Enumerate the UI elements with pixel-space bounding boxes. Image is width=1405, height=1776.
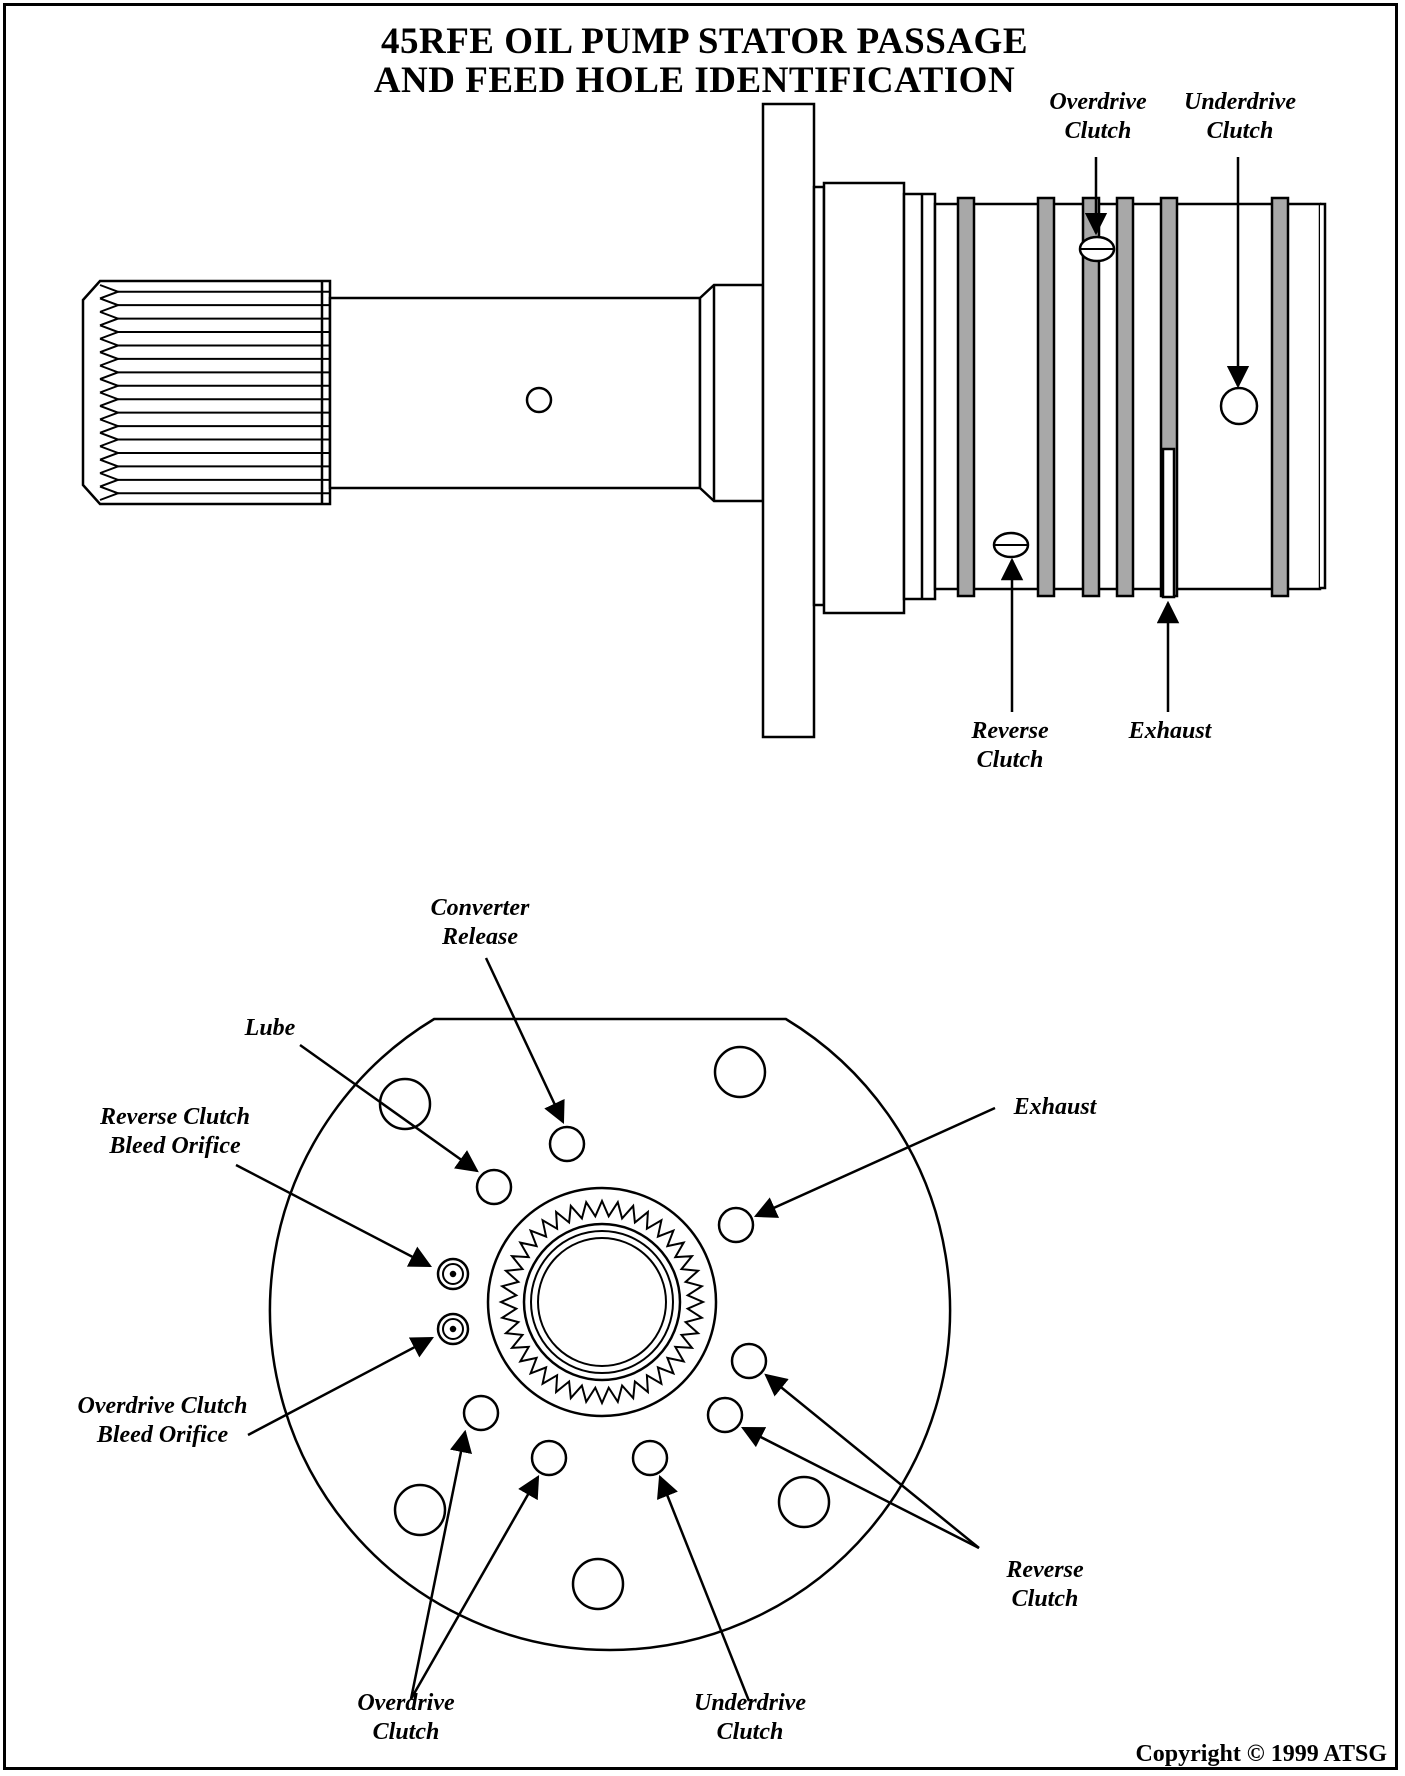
- overdrive-clutch-hole: [530, 1439, 568, 1477]
- label-overdrive-clutch-end: Overdrive Clutch: [357, 1690, 455, 1745]
- converter-release-hole: [548, 1125, 586, 1163]
- spline-end: [81, 279, 332, 506]
- center-spline: [486, 1186, 718, 1418]
- reverse-clutch-bleed-orifice: [436, 1257, 470, 1291]
- page-border: [3, 3, 1398, 1770]
- underdrive-clutch-port: [1219, 386, 1259, 426]
- label-lube: Lube: [244, 1015, 296, 1041]
- label-underdrive-clutch-end: Underdrive Clutch: [694, 1690, 806, 1745]
- label-underdrive-clutch-side: Underdrive Clutch: [1184, 89, 1296, 144]
- reverse-clutch-hole: [706, 1396, 744, 1434]
- stator-end-view: [268, 1017, 952, 1652]
- stator-shaft: [328, 283, 765, 503]
- label-exhaust-side: Exhaust: [1128, 718, 1212, 744]
- exhaust-slot: [1161, 447, 1176, 599]
- label-exhaust-end: Exhaust: [1013, 1094, 1097, 1120]
- stator-flange: [761, 102, 816, 739]
- label-overdrive-clutch-bleed-orifice: Overdrive Clutch Bleed Orifice: [77, 1393, 248, 1448]
- shaft-hole: [525, 386, 553, 414]
- overdrive-clutch-hole: [462, 1394, 500, 1432]
- bolt-hole: [713, 1045, 767, 1099]
- title-line-2: AND FEED HOLE IDENTIFICATION: [373, 60, 1016, 101]
- reverse-clutch-hole: [730, 1342, 768, 1380]
- label-reverse-clutch-bleed-orifice: Reverse Clutch Bleed Orifice: [100, 1104, 250, 1159]
- bolt-hole: [777, 1475, 831, 1529]
- title-line-1: 45RFE OIL PUMP STATOR PASSAGE: [380, 21, 1029, 62]
- label-reverse-clutch-side: Reverse Clutch: [971, 718, 1049, 773]
- lube-hole: [475, 1168, 513, 1206]
- overdrive-clutch-bleed-orifice: [436, 1312, 470, 1346]
- label-converter-release: Converter Release: [430, 895, 530, 950]
- end-view-arrows: [235, 957, 996, 1702]
- side-view-arrows: [1000, 157, 1250, 712]
- underdrive-clutch-hole: [631, 1439, 669, 1477]
- exhaust-hole: [717, 1206, 755, 1244]
- copyright-notice: Copyright © 1999 ATSG: [1135, 1741, 1387, 1767]
- stator-side-view: [81, 102, 1327, 739]
- label-reverse-clutch-end: Reverse Clutch: [1006, 1557, 1084, 1612]
- bolt-hole: [378, 1077, 432, 1131]
- label-overdrive-clutch-side: Overdrive Clutch: [1049, 89, 1147, 144]
- bolt-hole: [571, 1557, 625, 1611]
- bolt-hole: [393, 1483, 447, 1537]
